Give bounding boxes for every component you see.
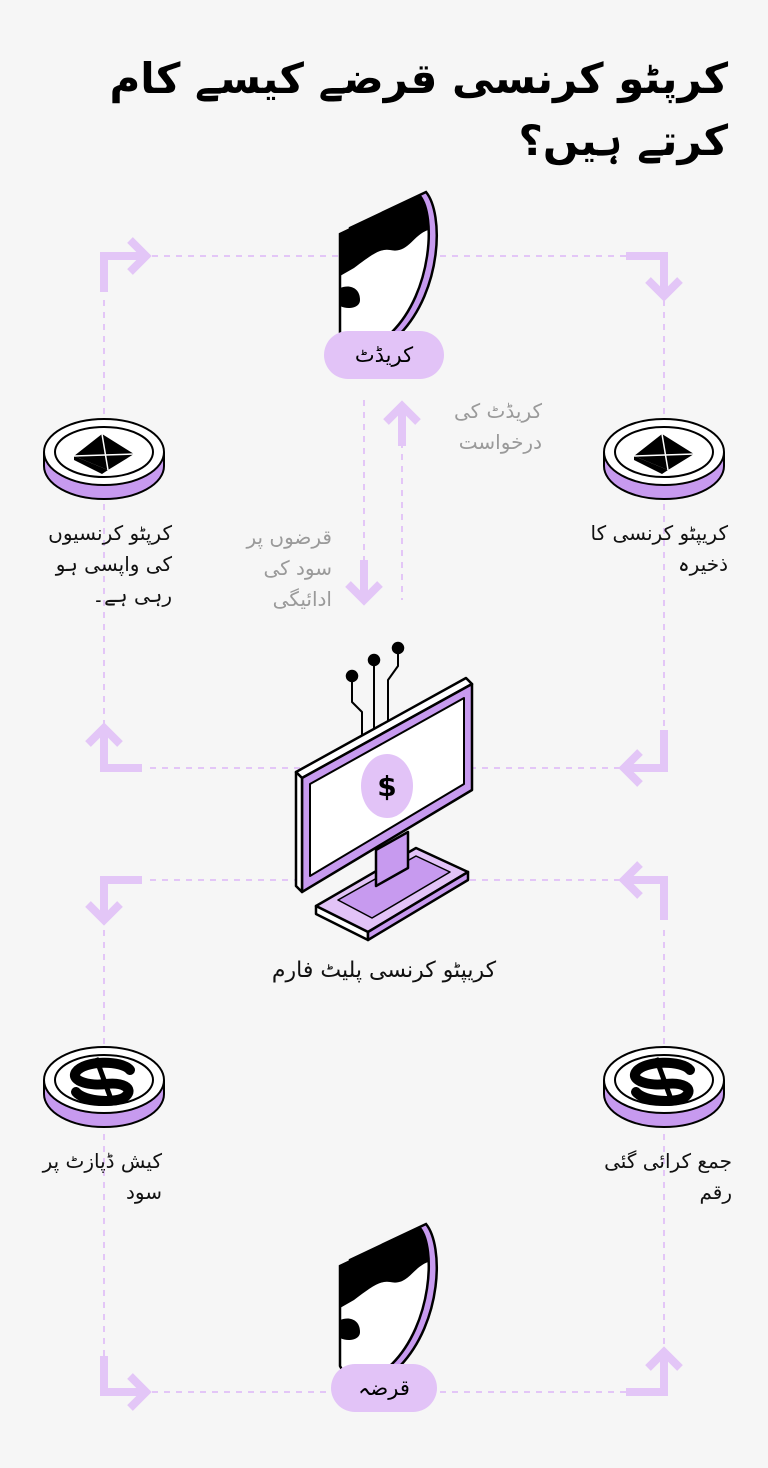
crypto-storage-label: کریپٹو کرنسی کا ذخیرہ: [590, 521, 729, 576]
shield-icon: [338, 190, 439, 353]
page-title: کرپٹو کرنسی قرضے کیسے کام کرتے ہیں؟: [109, 54, 728, 165]
platform-label: کریپٹو کرنسی پلیٹ فارم: [271, 958, 497, 983]
ethereum-coin-icon: [43, 418, 165, 500]
flow-arrows: [85, 237, 683, 1411]
interest-on-cash-deposit-label: کیش ڈپازٹ پر سود: [42, 1149, 162, 1204]
dollar-coin-icon: [604, 1047, 724, 1127]
credit-request-label: کریڈٹ کی درخواست: [454, 399, 542, 454]
shield-icon: [338, 1222, 439, 1385]
svg-text:$: $: [377, 770, 396, 803]
loan-node: قرضہ: [331, 1364, 437, 1412]
crypto-returned-label: کرپٹو کرنسیوں کی واپسی ہو رہی ہے۔: [48, 521, 172, 607]
dollar-coin-icon: [44, 1047, 164, 1127]
interest-payment-label: قرضوں پر سود کی ادائیگی: [246, 525, 332, 611]
credit-node: کریڈٹ: [324, 331, 444, 379]
deposited-amount-label: جمع کرائی گئی رقم: [604, 1149, 732, 1204]
computer-monitor-icon: $: [294, 641, 474, 942]
ethereum-coin-icon: [603, 418, 725, 500]
